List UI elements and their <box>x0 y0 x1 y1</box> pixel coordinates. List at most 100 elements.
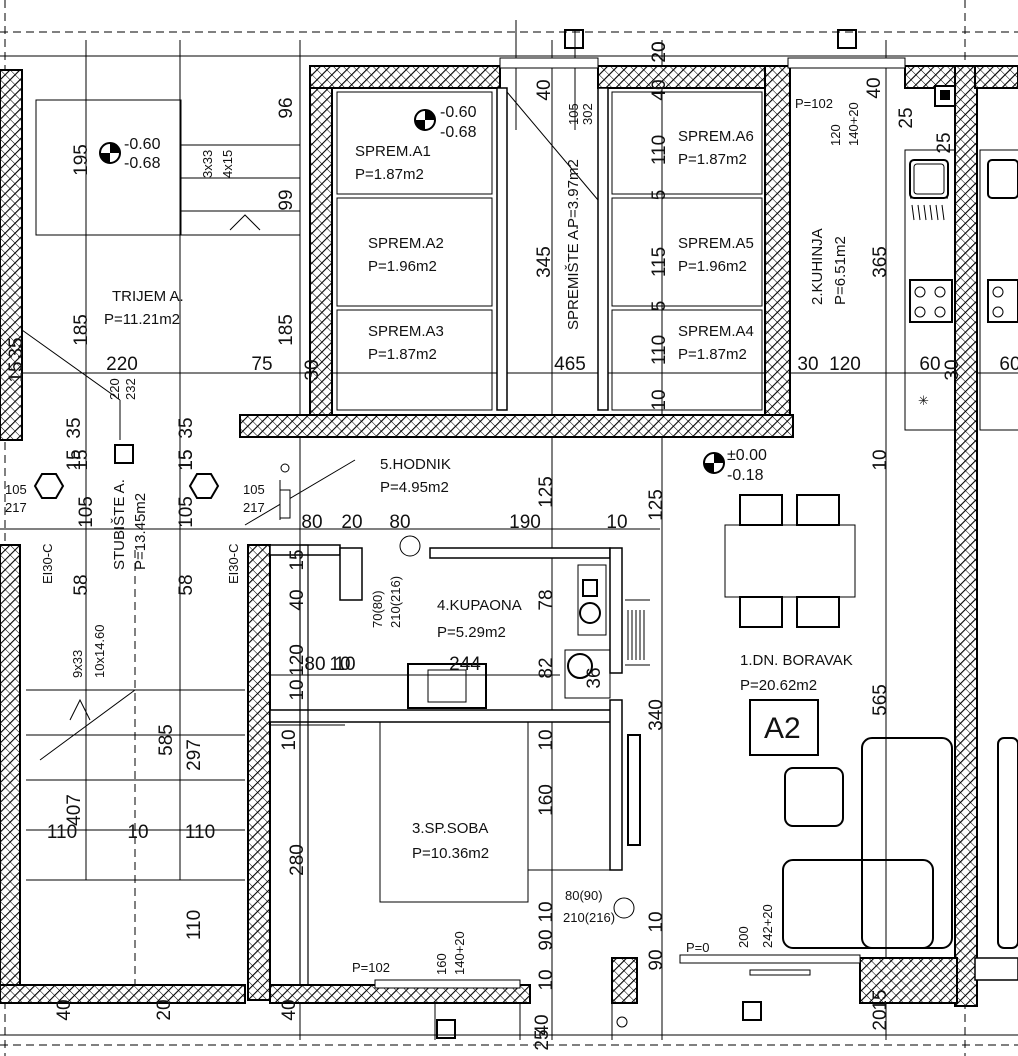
dimension-label: 185 <box>276 314 297 346</box>
dimension-label: 10 <box>646 911 667 932</box>
level-boravak-top: ±0.00 <box>727 447 767 464</box>
stair-top-bottom: 232 <box>123 378 138 400</box>
dimension-label: 80 <box>389 512 410 533</box>
dimension-label: 110 <box>649 335 670 365</box>
bed <box>379 721 529 903</box>
dimension-label: 30 <box>797 354 818 375</box>
dimension-label: 10 <box>329 654 350 675</box>
stair-left-bottom: 217 <box>5 500 27 515</box>
stair-left-top: 105 <box>5 482 27 497</box>
level-sprem-top: -0.60 <box>440 104 477 121</box>
level-trijem-top: -0.60 <box>124 136 161 153</box>
dimension-label: 10 <box>649 389 670 410</box>
dimension-label: 25 <box>532 1029 553 1050</box>
dimension-label: 35 <box>176 417 197 438</box>
room-kuhinja-area: P=6.51m2 <box>832 236 849 305</box>
trijem-steps <box>21 99 300 440</box>
dimension-label: 36 <box>584 667 605 688</box>
dimension-label: 10 <box>536 901 557 922</box>
door-soba-bottom: 210(216) <box>563 910 615 925</box>
dimension-label: 15 <box>287 549 308 570</box>
door-kupaona-bottom: 210(216) <box>388 576 403 628</box>
dimension-label: 96 <box>276 97 297 118</box>
dimension-label: 80 <box>301 512 322 533</box>
dimension-label: 25 <box>896 107 917 128</box>
dimension-label: 297 <box>184 739 205 771</box>
dimension-label: 75 <box>251 354 272 375</box>
room-sprem-a4-area: P=1.87m2 <box>678 346 747 363</box>
dimension-label: 20 <box>649 41 670 62</box>
dimension-label: 160 <box>536 784 557 816</box>
dimension-label: 15 <box>64 449 85 470</box>
dimension-label: 15 <box>176 449 197 470</box>
svg-text:✳: ✳ <box>918 393 929 408</box>
dimension-label: 110 <box>184 910 205 940</box>
dimension-label: 10 <box>279 729 300 750</box>
dimension-label: 80 <box>304 654 325 675</box>
dimension-label: 15 <box>6 361 27 382</box>
room-sprem-a1-area: P=1.87m2 <box>355 166 424 183</box>
dimension-label: 20 <box>649 41 670 62</box>
room-sprem-a5-area: P=1.96m2 <box>678 258 747 275</box>
dimension-label: 90 <box>536 929 557 950</box>
dimension-label: 40 <box>54 999 75 1020</box>
room-sprem-a2-area: P=1.96m2 <box>368 258 437 275</box>
dimension-label: 10 <box>536 729 557 750</box>
tv-unit <box>627 734 641 846</box>
dimension-label: 99 <box>276 189 297 210</box>
level-boravak-bottom: -0.18 <box>727 467 764 484</box>
dimension-label: 125 <box>646 489 667 521</box>
window-boravak-top: 200 <box>736 926 751 948</box>
dimension-label: 465 <box>554 354 586 375</box>
kitchen-fixtures: ✳ <box>904 149 1018 431</box>
door-soba-top: 80(90) <box>565 888 603 903</box>
stair <box>26 550 245 985</box>
dimension-label: 20 <box>341 512 362 533</box>
room-sprem-a2-name: SPREM.A2 <box>368 235 444 252</box>
trijem-steps-top: 3x33 <box>200 150 215 178</box>
dimension-label: 40 <box>864 77 885 98</box>
dimension-label: 10 <box>606 512 627 533</box>
room-sprem-a6-name: SPREM.A6 <box>678 128 754 145</box>
dimension-label: 585 <box>156 724 177 756</box>
room-soba-name: 3.SP.SOBA <box>412 820 488 837</box>
room-sprem-a4-name: SPREM.A4 <box>678 323 754 340</box>
room-sprem-a3-name: SPREM.A3 <box>368 323 444 340</box>
stair-right-top: 105 <box>243 482 265 497</box>
dimension-label: 15 <box>71 449 92 470</box>
window-soba-top: 160 <box>434 953 449 975</box>
dimension-label: 15 <box>870 989 891 1010</box>
room-kupaona-area: P=5.29m2 <box>437 624 506 641</box>
window-soba-bottom: 140+20 <box>452 931 467 975</box>
room-hodnik-area: P=4.95m2 <box>380 479 449 496</box>
room-spremiste-area: P=3.97m2 <box>565 159 582 228</box>
dimension-label: 40 <box>279 999 300 1020</box>
door-kupaona-top: 70(80) <box>370 590 385 628</box>
window-boravak-p: P=0 <box>686 940 710 955</box>
room-trijem-area: P=11.21m2 <box>104 311 180 328</box>
dimension-label: 5 <box>649 190 670 201</box>
stair-run-bottom: 10x14.60 <box>92 625 107 679</box>
dimension-label: 345 <box>534 246 555 278</box>
room-sprem-a1-name: SPREM.A1 <box>355 143 431 160</box>
dimension-label: 25 <box>934 132 955 153</box>
dimension-label: 105 <box>76 496 97 528</box>
room-boravak-area: P=20.62m2 <box>740 677 817 694</box>
storage-cells <box>336 91 763 411</box>
dimension-label: 10 <box>127 822 148 843</box>
dimension-label: 20 <box>154 999 175 1020</box>
stair-run-top: 9x33 <box>70 650 85 678</box>
dimension-label: 60 <box>919 354 940 375</box>
fire-rating-left: EI30-C <box>40 544 55 584</box>
windows <box>374 57 906 989</box>
dimension-label: 15 <box>176 449 197 470</box>
dimension-label: 5 <box>649 301 670 312</box>
walls <box>0 65 1018 1007</box>
room-sprem-a3-area: P=1.87m2 <box>368 346 437 363</box>
dimension-label: 40 <box>534 79 555 100</box>
dimension-label: 30 <box>302 359 323 380</box>
room-soba-area: P=10.36m2 <box>412 845 489 862</box>
level-trijem-bottom: -0.68 <box>124 155 161 172</box>
dimension-label: 190 <box>509 512 541 533</box>
